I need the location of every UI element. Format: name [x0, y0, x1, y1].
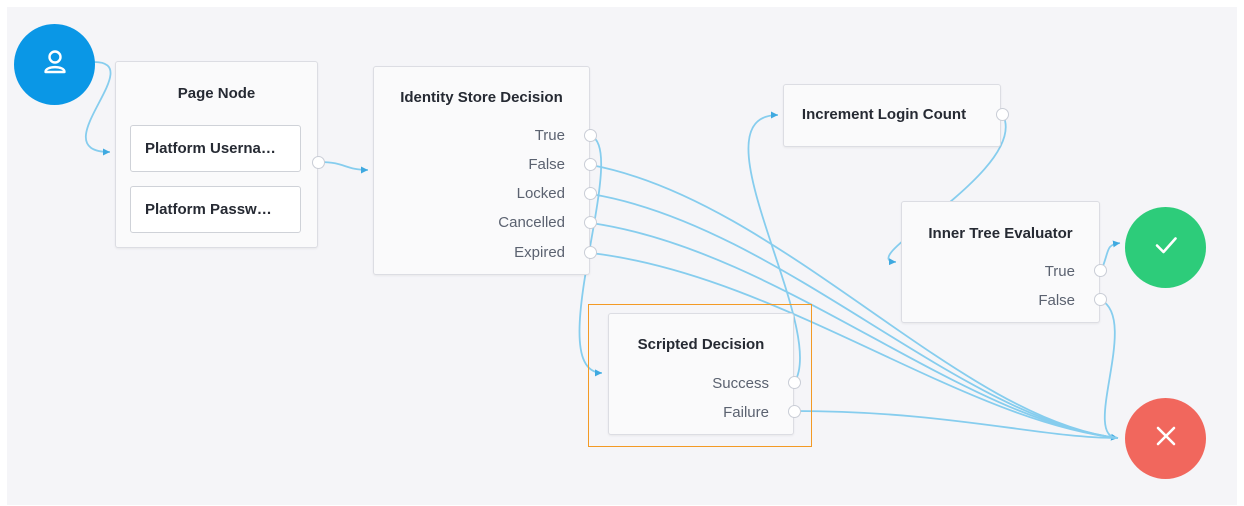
outcome-label-false: False	[528, 156, 565, 173]
identity-locked-port[interactable]	[584, 187, 597, 200]
page-node-title: Page Node	[177, 85, 256, 102]
identity-true-port[interactable]	[584, 129, 597, 142]
scripted-failure-port[interactable]	[788, 405, 801, 418]
outcome-label-true: True	[534, 127, 565, 144]
identity-expired-port[interactable]	[584, 246, 597, 259]
x-icon	[1153, 423, 1179, 454]
scripted-decision-title: Scripted Decision	[637, 336, 765, 353]
user-icon	[41, 48, 69, 81]
outcome-label-cancelled: Cancelled	[498, 214, 565, 231]
identity-false-port[interactable]	[584, 158, 597, 171]
platform-password-node[interactable]: Platform Passw…	[130, 186, 301, 233]
page-node-output-port[interactable]	[312, 156, 325, 169]
outcome-label-failure: Failure	[723, 404, 769, 421]
identity-store-decision-node[interactable]: Identity Store Decision True False Locke…	[373, 66, 590, 275]
inner-outcome-label-true: True	[1044, 263, 1075, 280]
outcome-label-expired: Expired	[514, 244, 565, 261]
scripted-success-port[interactable]	[788, 376, 801, 389]
selection-highlight	[588, 304, 812, 447]
inner-tree-evaluator-title: Inner Tree Evaluator	[928, 225, 1073, 242]
page-node[interactable]: Page Node Platform Userna… Platform Pass…	[115, 61, 318, 248]
failure-node[interactable]	[1125, 398, 1206, 479]
start-node[interactable]	[14, 24, 95, 105]
identity-store-decision-title: Identity Store Decision	[400, 89, 563, 106]
inner-outcome-label-false: False	[1038, 292, 1075, 309]
outcome-label-success: Success	[712, 375, 769, 392]
inner-false-port[interactable]	[1094, 293, 1107, 306]
platform-username-node[interactable]: Platform Userna…	[130, 125, 301, 172]
scripted-decision-node[interactable]: Scripted Decision Success Failure	[608, 313, 794, 435]
identity-cancelled-port[interactable]	[584, 216, 597, 229]
increment-login-count-title: Increment Login Count	[801, 106, 967, 123]
inner-true-port[interactable]	[1094, 264, 1107, 277]
success-node[interactable]	[1125, 207, 1206, 288]
outcome-label-locked: Locked	[516, 185, 565, 202]
checkmark-icon	[1152, 231, 1180, 264]
increment-output-port[interactable]	[996, 108, 1009, 121]
increment-login-count-node[interactable]: Increment Login Count	[783, 84, 1001, 147]
inner-tree-evaluator-node[interactable]: Inner Tree Evaluator True False	[901, 201, 1100, 323]
